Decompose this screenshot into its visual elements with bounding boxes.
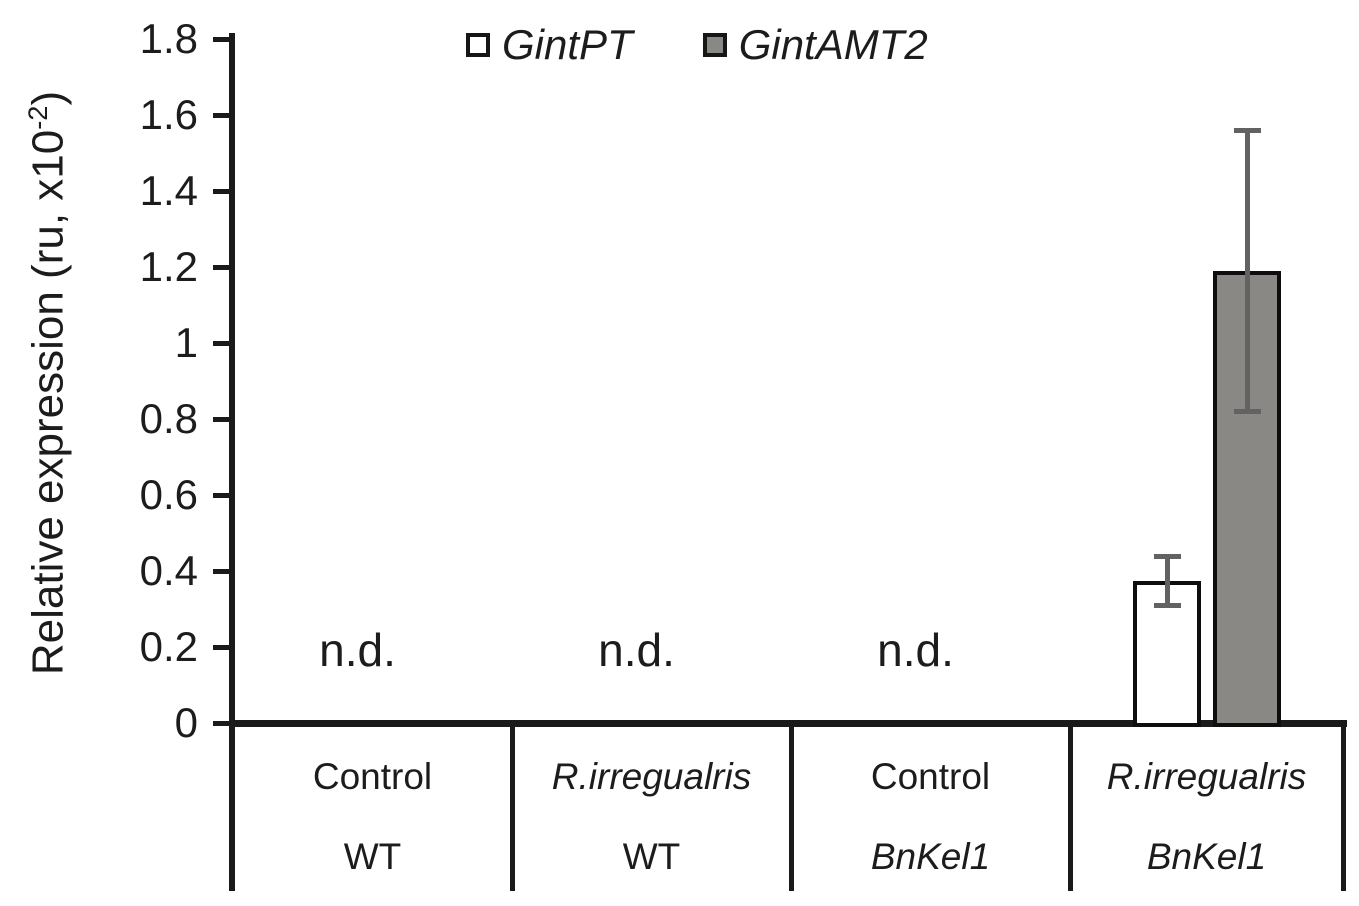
category-label-line1: Control [312,756,433,797]
y-tick-label: 1.2 [139,243,198,290]
y-tick-label: 1.6 [139,91,198,138]
error-bar-whisker [1164,556,1170,605]
nd-annotation: n.d. [877,624,954,676]
category-divider [1068,721,1073,891]
x-axis-line [230,720,1347,727]
gintpt-legend-swatch-icon [466,33,490,57]
y-tick-label: 1.8 [139,15,198,62]
error-bar-cap-bottom [1153,603,1181,608]
y-tick [213,569,231,574]
y-tick-label: 0 [174,699,198,746]
y-tick-label: 0.2 [139,623,198,670]
legend-label-gintamt2: GintAMT2 [738,21,928,68]
legend-item-gintpt: GintPT [466,22,633,68]
category-label-line2: BnKel1 [1146,836,1267,877]
error-bar-cap-top [1233,128,1261,133]
legend-item-gintamt2: GintAMT2 [702,21,928,68]
category-label-line1: R.irregualris [1106,756,1307,797]
error-bar-cap-bottom [1233,409,1261,414]
y-tick-label: 0.4 [139,547,198,594]
category-divider [510,721,515,891]
y-tick-label: 1 [174,319,198,366]
y-tick [213,189,231,194]
y-axis-title-superscript: -2 [22,105,53,130]
y-tick [213,645,231,650]
y-tick [213,341,231,346]
nd-annotation: n.d. [319,624,396,676]
y-tick [213,721,231,726]
nd-annotation: n.d. [598,624,675,676]
y-tick [213,265,231,270]
category-label-line1: Control [870,756,991,797]
y-tick [213,417,231,422]
gintamt2-legend-swatch-icon [702,33,727,57]
category-label-line2: WT [343,836,402,877]
category-divider [1341,721,1346,891]
category-divider [789,721,794,891]
y-tick-label: 1.4 [139,167,198,214]
category-label-line2: WT [622,836,681,877]
legend-label-gintpt: GintPT [502,21,633,68]
y-tick [213,37,231,42]
error-bar-whisker [1244,130,1250,411]
category-label-line1: R.irregualris [551,756,752,797]
y-tick-label: 0.8 [139,395,198,442]
y-tick [213,493,231,498]
y-tick [213,113,231,118]
y-tick-label: 0.6 [139,471,198,518]
error-bar-cap-top [1153,554,1181,559]
y-axis-line [229,33,235,891]
category-label-line2: BnKel1 [870,836,991,877]
legend: GintPT GintAMT2 [466,22,928,68]
